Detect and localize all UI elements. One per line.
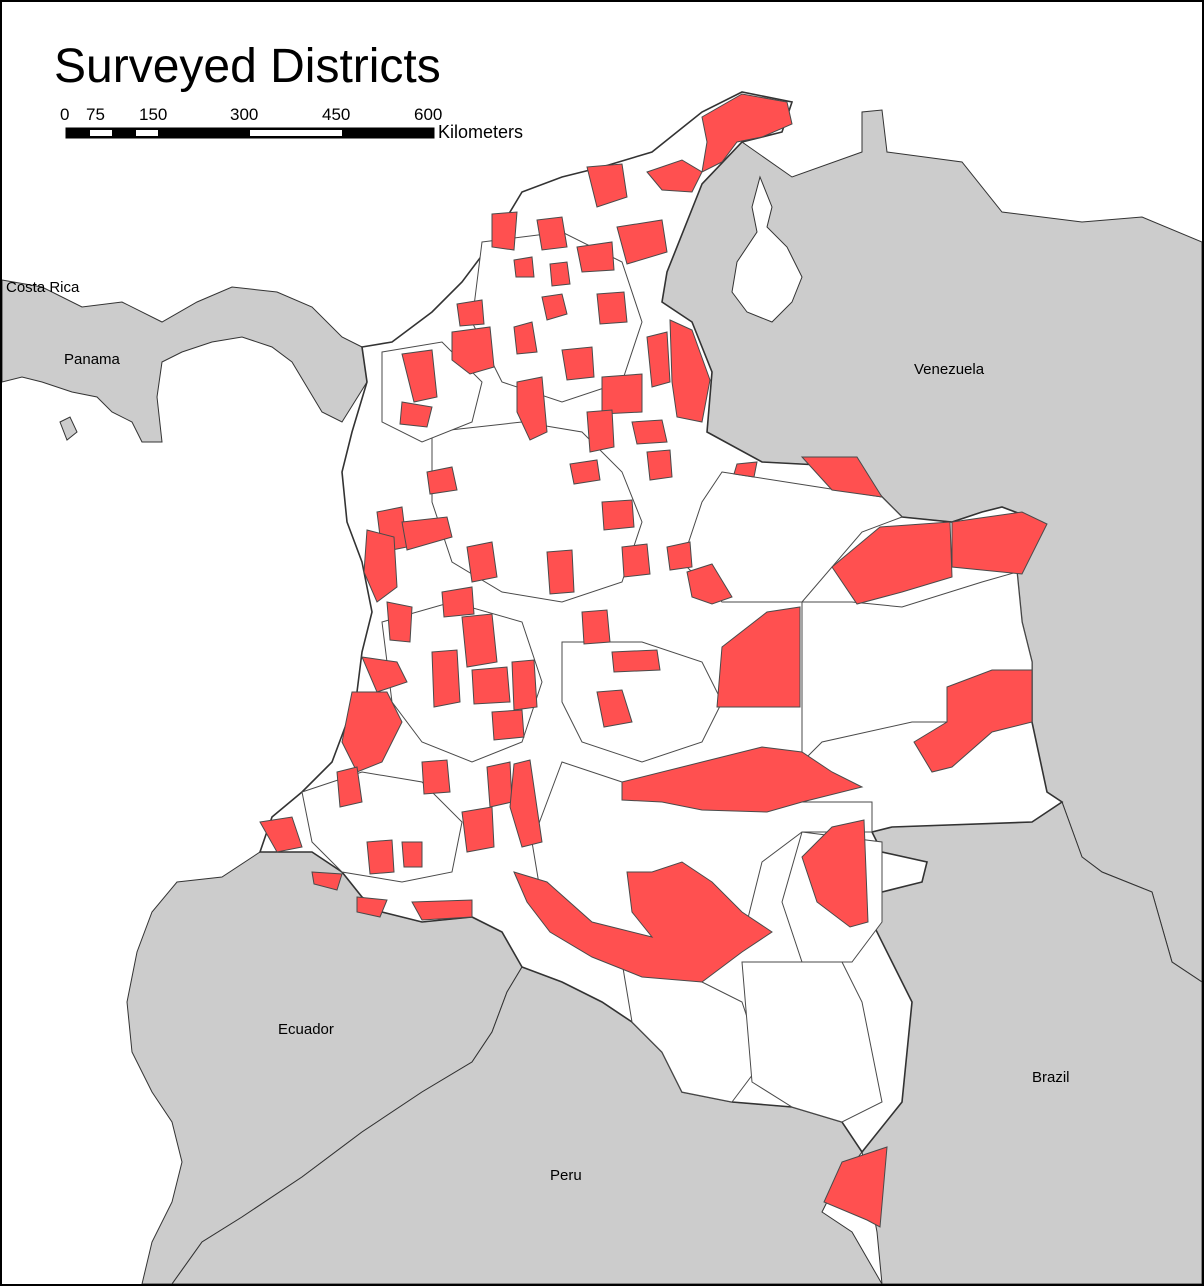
surveyed-district	[831, 521, 953, 605]
surveyed-district	[561, 346, 595, 381]
surveyed-district	[549, 261, 571, 287]
scale-tick-600: 600	[414, 105, 442, 124]
surveyed-district	[541, 293, 568, 321]
surveyed-district	[421, 759, 451, 795]
surveyed-district	[646, 331, 671, 388]
surveyed-district	[596, 689, 633, 728]
surveyed-district	[601, 499, 635, 531]
surveyed-district	[823, 1146, 888, 1228]
surveyed-district	[631, 419, 668, 445]
surveyed-district	[586, 409, 615, 453]
label-brazil: Brazil	[1032, 1069, 1070, 1086]
surveyed-district	[461, 806, 495, 853]
surveyed-district	[516, 376, 548, 441]
surveyed-district	[686, 563, 733, 605]
surveyed-district	[951, 511, 1048, 575]
surveyed-district	[701, 93, 793, 173]
surveyed-district	[466, 541, 498, 583]
surveyed-district	[536, 216, 568, 251]
panama-land	[2, 279, 368, 443]
surveyed-district	[733, 461, 758, 478]
label-venezuela: Venezuela	[914, 361, 985, 378]
scale-bar: 0 75 150 300 450 600 Kilometers	[60, 105, 523, 142]
district-boundaries	[301, 231, 1033, 1123]
surveyed-district	[259, 816, 303, 853]
surveyed-district	[576, 241, 615, 273]
surveyed-district	[461, 613, 498, 668]
surveyed-district	[611, 649, 661, 673]
surveyed-district	[621, 746, 864, 813]
surveyed-district	[666, 541, 693, 571]
map-title: Surveyed Districts	[54, 40, 441, 93]
surveyed-district	[411, 899, 473, 921]
surveyed-district	[569, 459, 601, 485]
surveyed-district	[431, 649, 461, 708]
surveyed-district	[366, 839, 395, 875]
surveyed-district	[669, 319, 711, 423]
surveyed-district	[491, 211, 518, 251]
surveyed-district	[386, 601, 413, 643]
surveyed-district	[486, 761, 513, 808]
surveyed-district	[441, 586, 475, 618]
surveyed-district	[801, 819, 869, 928]
surveyed-district	[356, 896, 388, 918]
surveyed-district	[800, 456, 883, 498]
surveyed-district	[361, 656, 408, 693]
surveyed-district	[336, 766, 363, 808]
surveyed-district	[581, 609, 611, 645]
scale-tick-150: 150	[139, 105, 167, 124]
surveyed-district	[311, 871, 343, 891]
scale-tick-0: 0	[60, 105, 69, 124]
label-panama: Panama	[64, 351, 121, 368]
label-costa-rica: Costa Rica	[6, 279, 80, 296]
surveyed-district	[513, 256, 535, 278]
surveyed-district	[511, 659, 538, 711]
surveyed-districts	[259, 93, 1048, 1228]
surveyed-district	[646, 159, 703, 193]
surveyed-district	[426, 466, 458, 495]
surveyed-district	[451, 326, 495, 375]
surveyed-district	[456, 299, 485, 327]
surveyed-district	[401, 516, 453, 551]
scale-tick-300: 300	[230, 105, 258, 124]
label-ecuador: Ecuador	[278, 1021, 334, 1038]
panama-island	[59, 416, 78, 441]
surveyed-district	[363, 529, 398, 603]
scale-tick-75: 75	[86, 105, 105, 124]
scale-tick-450: 450	[322, 105, 350, 124]
surveyed-district	[513, 861, 773, 983]
surveyed-district	[341, 691, 403, 773]
surveyed-district	[491, 709, 525, 741]
surveyed-district	[913, 669, 1033, 773]
surveyed-district	[546, 549, 575, 595]
lake-maracaibo	[731, 175, 803, 323]
surveyed-district	[399, 401, 433, 428]
surveyed-district	[586, 163, 628, 208]
surveyed-district	[616, 219, 668, 265]
surveyed-district	[716, 606, 801, 708]
surveyed-district	[646, 449, 673, 481]
surveyed-district	[621, 543, 651, 578]
surveyed-district	[401, 349, 438, 403]
surveyed-district	[596, 291, 628, 325]
surveyed-district	[471, 666, 511, 705]
surveyed-district	[401, 841, 423, 868]
scale-bar-white-segment	[90, 130, 112, 136]
surveyed-district	[509, 759, 543, 848]
surveyed-district	[513, 321, 538, 355]
scale-bar-white-segment	[136, 130, 158, 136]
surveyed-district	[601, 373, 643, 415]
scale-unit: Kilometers	[438, 122, 523, 142]
label-peru: Peru	[550, 1167, 582, 1184]
scale-bar-white-segment	[250, 130, 342, 136]
